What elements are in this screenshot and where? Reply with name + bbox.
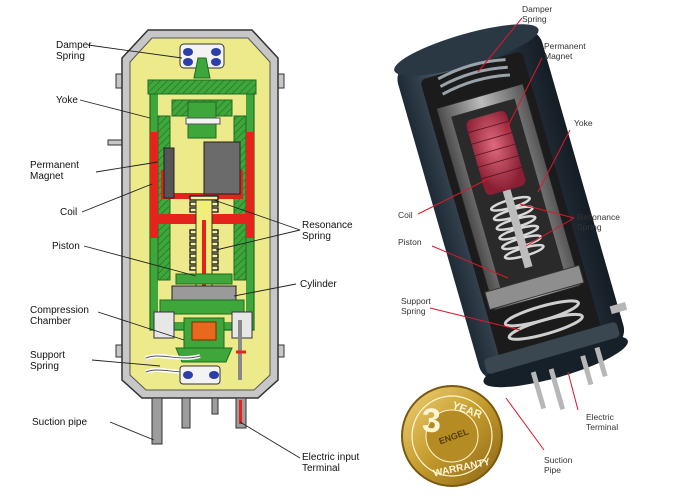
cutaway-photo: Damper Spring Permanent Magnet Yoke Coil… — [394, 4, 628, 475]
right-suction-pipe-line2: Pipe — [544, 465, 561, 475]
left-support-spring-line1: Support — [30, 350, 65, 361]
right-label-coil: Coil — [398, 210, 413, 220]
right-label-piston: Piston — [398, 237, 422, 247]
left-electric-input-terminal-line2: Terminal — [302, 463, 340, 474]
right-label-damper-spring: Damper Spring — [522, 4, 555, 24]
left-label-damper-spring: Damper Spring — [56, 40, 94, 62]
left-compression-chamber-line2: Chamber — [30, 316, 72, 327]
left-label-yoke: Yoke — [56, 95, 78, 106]
right-support-spring-line1: Support — [401, 296, 431, 306]
warranty-seal: 3 YEAR ENGEL WARRANTY — [401, 385, 503, 487]
left-damper-spring-line2: Spring — [56, 51, 85, 62]
left-label-resonance-spring: Resonance Spring — [302, 220, 355, 242]
right-damper-spring-line2: Spring — [522, 14, 547, 24]
right-label-electric-terminal: Electric Terminal — [586, 412, 618, 432]
right-support-spring-line2: Spring — [401, 306, 426, 316]
right-suction-pipe-line1: Suction — [544, 455, 573, 465]
left-permanent-magnet-line2: Magnet — [30, 171, 64, 182]
right-label-resonance-spring: Resonance Spring — [577, 212, 622, 232]
right-label-yoke: Yoke — [574, 118, 593, 128]
left-label-permanent-magnet: Permanent Magnet — [30, 160, 82, 182]
left-compression-chamber-line1: Compression — [30, 305, 89, 316]
right-label-suction-pipe: Suction Pipe — [544, 455, 575, 475]
right-label-permanent-magnet: Permanent Magnet — [544, 41, 588, 61]
right-label-support-spring: Support Spring — [401, 296, 433, 316]
right-electric-terminal-line2: Terminal — [586, 422, 618, 432]
left-resonance-spring-line1: Resonance — [302, 220, 353, 231]
left-support-spring-line2: Spring — [30, 361, 59, 372]
cutaway-diagram: Damper Spring Yoke Permanent Magnet Coil… — [30, 29, 362, 474]
left-label-piston: Piston — [52, 241, 80, 252]
left-label-compression-chamber: Compression Chamber — [30, 305, 92, 327]
left-label-coil: Coil — [60, 207, 77, 218]
warranty-number: 3 — [422, 402, 441, 440]
right-permanent-magnet-line2: Magnet — [544, 51, 573, 61]
left-label-cylinder: Cylinder — [300, 279, 337, 290]
right-resonance-spring-line1: Resonance — [577, 212, 620, 222]
left-label-electric-input-terminal: Electric input Terminal — [302, 452, 362, 474]
left-label-suction-pipe: Suction pipe — [32, 417, 87, 428]
right-permanent-magnet-line1: Permanent — [544, 41, 586, 51]
left-electric-input-terminal-line1: Electric input — [302, 452, 359, 463]
left-permanent-magnet-line1: Permanent — [30, 160, 79, 171]
left-label-support-spring: Support Spring — [30, 350, 68, 372]
left-resonance-spring-line2: Spring — [302, 231, 331, 242]
right-resonance-spring-line2: Spring — [577, 222, 602, 232]
right-damper-spring-line1: Damper — [522, 4, 552, 14]
left-damper-spring-line1: Damper — [56, 40, 92, 51]
right-electric-terminal-line1: Electric — [586, 412, 615, 422]
